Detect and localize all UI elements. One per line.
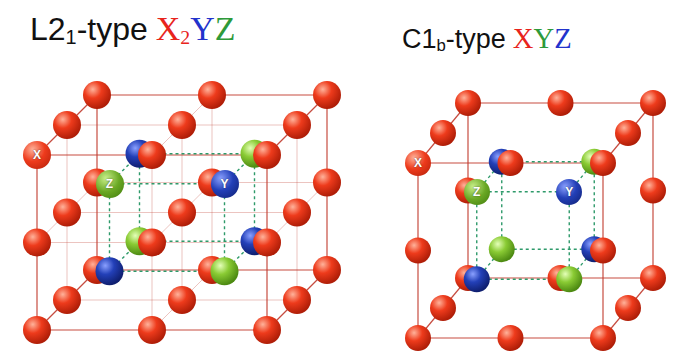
inner-cube-edge (569, 192, 570, 280)
cube-frame (405, 90, 666, 351)
atom-sphere: Y (556, 179, 582, 205)
atom-sphere (138, 229, 166, 257)
atom-sphere (53, 111, 81, 139)
atom-sphere (405, 238, 431, 264)
atom-sphere: X (23, 141, 51, 169)
atom-sphere (590, 238, 616, 264)
atom-sphere (138, 316, 166, 344)
atom-sphere (253, 141, 281, 169)
atom-sphere (615, 120, 641, 146)
atom-sphere (590, 150, 616, 176)
atom-sphere (430, 120, 456, 146)
atom-label: Z (106, 178, 113, 190)
inner-cube-edge (502, 249, 595, 250)
atom-sphere (168, 111, 196, 139)
structure-title: C1b-typeXYZ (402, 22, 572, 56)
atom-sphere (83, 81, 111, 109)
atom-sphere (168, 286, 196, 314)
element-symbol: 2 (180, 26, 190, 48)
structure-type: -type (77, 11, 148, 47)
atom-sphere (489, 236, 515, 262)
atom-sphere (23, 229, 51, 257)
atom-sphere (498, 325, 524, 351)
atom-sphere (23, 316, 51, 344)
atom-sphere (253, 229, 281, 257)
element-symbol: X (513, 22, 534, 54)
atom-sphere (464, 266, 490, 292)
atom-sphere (313, 256, 341, 284)
atom-sphere (198, 81, 226, 109)
atom-sphere: Y (211, 170, 239, 198)
atom-sphere (498, 150, 524, 176)
element-symbol: X (156, 10, 181, 47)
atom-sphere (283, 111, 311, 139)
atom-sphere (138, 141, 166, 169)
element-symbol: Z (554, 22, 571, 54)
structure-type: -type (446, 24, 506, 54)
atom-sphere (556, 266, 582, 292)
atom-label: X (414, 157, 422, 169)
element-symbol: Y (190, 10, 215, 47)
atom-sphere (168, 199, 196, 227)
atom-sphere: X (405, 150, 431, 176)
atom-sphere (313, 169, 341, 197)
atom-sphere (455, 90, 481, 116)
cube-frame (23, 81, 341, 344)
atom-sphere (405, 325, 431, 351)
atom-sphere (53, 199, 81, 227)
atom-sphere (590, 325, 616, 351)
inner-cube-edge (476, 192, 477, 280)
structure-type: b (437, 36, 446, 55)
inner-cube-edge (501, 162, 502, 250)
atom-sphere (640, 90, 666, 116)
structure-title: L21-typeX2YZ (30, 10, 235, 49)
structure-type: L2 (30, 11, 66, 47)
inner-cube-edge (594, 162, 595, 250)
atom-label: Y (220, 178, 228, 190)
atom-sphere (430, 295, 456, 321)
atom-sphere (211, 257, 239, 285)
atom-sphere (548, 90, 574, 116)
atom-sphere (640, 265, 666, 291)
atom-sphere (615, 295, 641, 321)
atom-sphere: Z (96, 170, 124, 198)
atom-label: Y (565, 186, 573, 198)
element-symbol: Z (215, 10, 236, 47)
structure-type: 1 (66, 26, 77, 48)
structure-type: C1 (402, 24, 437, 54)
atom-label: X (33, 149, 41, 161)
atom-sphere (313, 81, 341, 109)
atom-sphere (253, 316, 281, 344)
atom-sphere (96, 257, 124, 285)
atom-sphere (640, 178, 666, 204)
atom-label: Z (473, 186, 480, 198)
atom-sphere: Z (464, 179, 490, 205)
element-symbol: Y (534, 22, 555, 54)
atom-sphere (283, 199, 311, 227)
atom-sphere (53, 286, 81, 314)
atom-sphere (283, 286, 311, 314)
